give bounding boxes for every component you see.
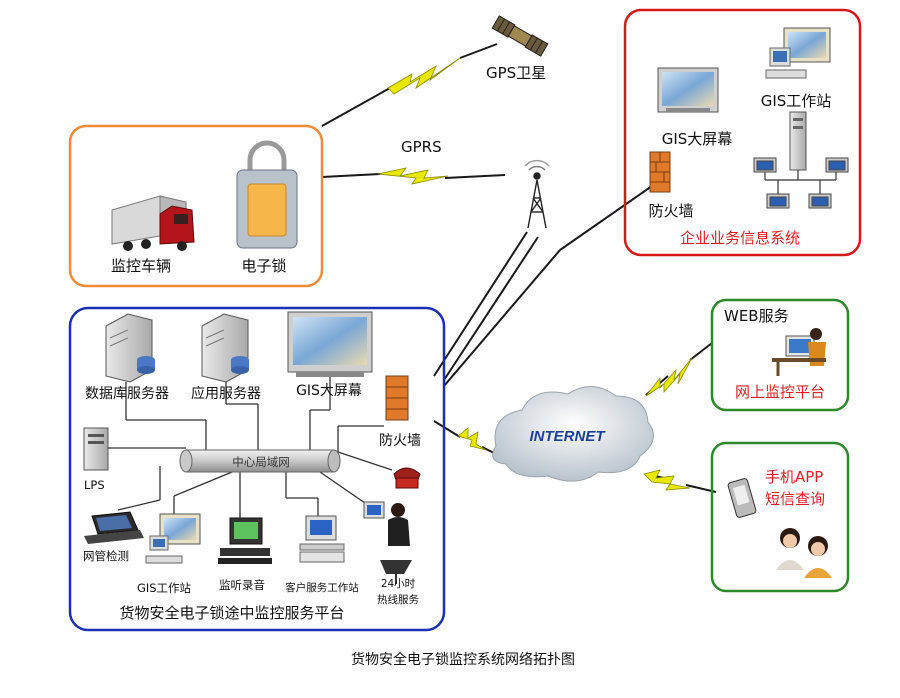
enterprise-box: [623, 8, 862, 257]
lan-pipe: [179, 449, 341, 473]
lock-label: 电子锁: [241, 257, 287, 275]
platform-title: 货物安全电子锁途中监控服务平台: [119, 604, 345, 622]
platform-gis-workstation-label: GIS工作站: [136, 581, 192, 595]
satellite-label: GPS卫星: [486, 64, 547, 82]
lan-taps: [108, 377, 393, 518]
lightning-icon: [387, 57, 461, 95]
mobile-phone-icon: [727, 478, 757, 518]
firewall-icon: [649, 151, 671, 193]
hotline-operator-icon: [363, 501, 412, 584]
radio-tower-icon: [524, 159, 550, 229]
lightning-icon: [377, 167, 449, 185]
lightning-bolts: [377, 57, 693, 491]
recorder-icon: [218, 517, 272, 564]
db-server-label: 数据库服务器: [85, 386, 169, 402]
truck-icon: [111, 195, 195, 251]
web-service-title: WEB服务: [724, 307, 789, 325]
diagram-caption: 货物安全电子锁监控系统网络拓扑图: [351, 652, 575, 668]
server-tower-icon: [789, 111, 807, 171]
lps-server-icon: [83, 427, 109, 471]
firewall-icon: [385, 375, 409, 421]
vehicle-group-box: [68, 124, 324, 288]
enterprise-lan: [764, 170, 837, 194]
phone-icon: [393, 467, 421, 489]
pc-icon: [753, 157, 849, 209]
padlock-icon: [236, 140, 298, 249]
web-service-subtitle: 网上监控平台: [734, 383, 826, 401]
internet-label: INTERNET: [530, 428, 607, 445]
desk-worker-icon: [772, 328, 826, 376]
gis-workstation-icon: [145, 513, 201, 564]
web-service-box: [710, 298, 850, 412]
platform-firewall-label: 防火墙: [379, 433, 421, 449]
lps-label: LPS: [84, 478, 105, 492]
monitor-icon: [657, 67, 719, 113]
enterprise-title: 企业业务信息系统: [679, 229, 801, 247]
lan-label: 中心局域网: [232, 455, 290, 469]
satellite-icon: [491, 15, 549, 57]
database-server-icon: [105, 313, 155, 383]
hotline-label-2: 热线服务: [377, 594, 419, 606]
mobile-service-box: [710, 441, 850, 593]
cloud-icon: [492, 386, 654, 482]
platform-gis-screen-label: GIS大屏幕: [296, 383, 362, 399]
enterprise-gis-screen-label: GIS大屏幕: [661, 130, 733, 148]
lightning-icon: [643, 469, 691, 491]
client-workstation-icon: [299, 515, 345, 563]
people-icon: [776, 528, 832, 578]
workstation-icon: [765, 27, 831, 79]
nms-label: 网管检测: [83, 549, 129, 563]
laptop-icon: [84, 511, 144, 544]
app-server-icon: [201, 313, 249, 383]
sms-query-label: 短信查询: [765, 490, 826, 508]
mobile-app-label: 手机APP: [765, 468, 824, 486]
audio-label: 监听录音: [219, 578, 265, 592]
vehicle-label: 监控车辆: [110, 257, 172, 275]
app-server-label: 应用服务器: [191, 386, 261, 402]
hotline-label-1: 24小时: [380, 578, 416, 590]
platform-box: [68, 306, 446, 632]
gprs-label: GPRS: [401, 138, 442, 156]
lightning-icon: [457, 427, 487, 451]
big-screen-icon: [287, 311, 373, 377]
enterprise-gis-workstation-label: GIS工作站: [760, 92, 832, 110]
client-ws-label: 客户服务工作站: [285, 582, 359, 594]
enterprise-firewall-label: 防火墙: [648, 202, 694, 220]
lightning-icon: [645, 357, 693, 397]
